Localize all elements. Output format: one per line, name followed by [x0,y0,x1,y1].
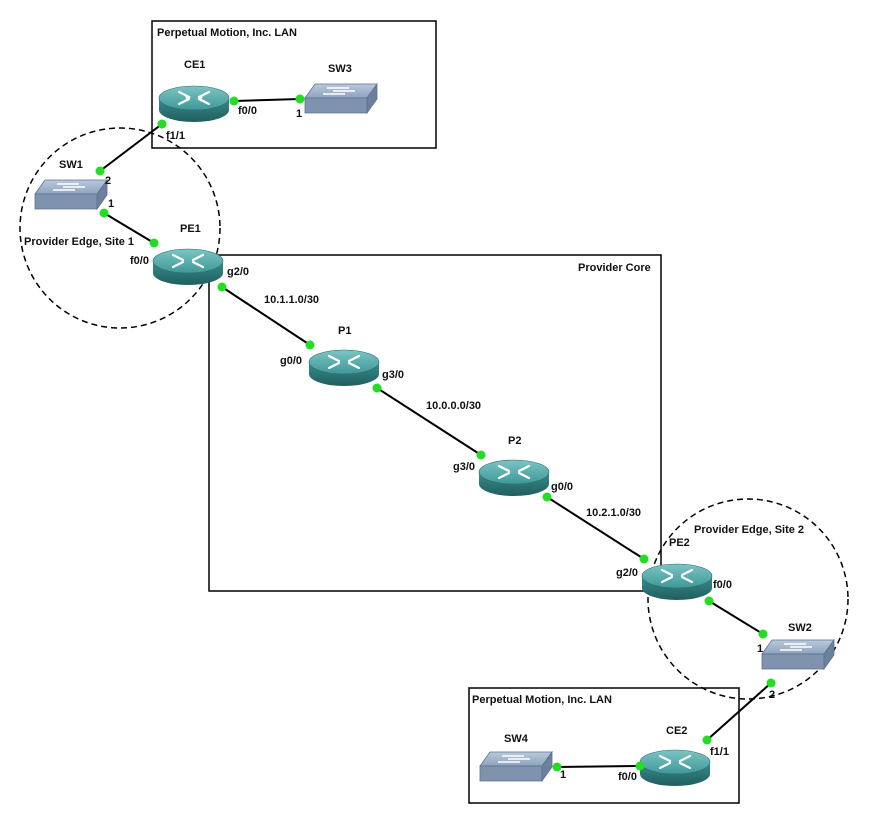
lan-top-box [151,20,437,149]
switch-icon[interactable] [761,638,835,671]
router-icon[interactable] [478,459,550,496]
port-label: f0/0 [618,771,637,783]
port-label: 1 [757,643,763,655]
link-p1-p2 [376,387,482,456]
provider-core-box [208,254,662,592]
pe-site1-label: Provider Edge, Site 1 [24,236,134,248]
port-dots [95,94,776,772]
port-label: 1 [108,198,114,210]
link-pe1-p1 [221,286,311,346]
subnet-label: 10.2.1.0/30 [586,507,641,519]
links [99,98,772,768]
port-label: g0/0 [280,355,302,367]
switch-icon[interactable] [34,178,108,211]
port-dot [704,596,714,606]
port-dot [95,166,105,176]
router-icon[interactable] [158,85,230,122]
link-sw1-pe1 [103,212,155,244]
port-dot [217,282,227,292]
device-label-p2: P2 [508,435,521,447]
device-label-pe1: PE1 [180,223,201,235]
link-ce1-sw3 [233,98,301,102]
port-label: g2/0 [227,266,249,278]
lan-bottom-box [468,687,740,804]
pe-site2-label: Provider Edge, Site 2 [694,524,804,536]
port-label: 2 [769,689,775,701]
lan-top-label: Perpetual Motion, Inc. LAN [157,27,297,39]
device-label-ce1: CE1 [184,59,205,71]
device-label-pe2: PE2 [669,537,690,549]
port-label: 1 [296,108,302,120]
switch-icon[interactable] [304,82,378,115]
port-label: 2 [105,175,111,187]
port-dot [635,761,645,771]
subnet-label: 10.1.1.0/30 [264,294,319,306]
pe-site1-circle [19,127,221,329]
device-label-sw1: SW1 [59,159,83,171]
port-dot [542,492,552,502]
device-label-ce2: CE2 [666,725,687,737]
port-label: f1/1 [166,130,185,142]
port-dot [149,238,159,248]
link-p2-pe2 [546,496,645,560]
port-dot [305,340,315,350]
link-pe2-sw2 [708,600,764,635]
link-ce1-sw1 [99,123,163,172]
port-dot [476,450,486,460]
port-dot [295,94,305,104]
port-label: 1 [560,769,566,781]
device-label-sw2: SW2 [788,622,812,634]
router-icon[interactable] [152,248,224,285]
device-label-p1: P1 [338,325,351,337]
port-dot [639,554,649,564]
device-label-sw3: SW3 [328,63,352,75]
router-icon[interactable] [641,563,713,600]
port-label: f0/0 [130,255,149,267]
port-dot [552,762,562,772]
port-dot [766,678,776,688]
lan-bottom-label: Perpetual Motion, Inc. LAN [472,694,612,706]
pe-site2-circle [647,498,849,700]
device-label-sw4: SW4 [504,733,529,745]
subnet-label: 10.0.0.0/30 [426,400,481,412]
port-label: g3/0 [382,369,404,381]
link-ce2-sw4 [556,765,641,768]
provider-core-label: Provider Core [578,262,651,274]
link-sw2-ce2 [706,682,772,741]
router-icon[interactable] [308,349,380,386]
port-label: f1/1 [710,746,729,758]
port-dot [758,629,768,639]
port-dot [229,96,239,106]
port-label: f0/0 [238,105,257,117]
port-label: g0/0 [551,481,573,493]
port-label: g2/0 [616,567,638,579]
port-dot [99,208,109,218]
port-label: g3/0 [453,461,475,473]
port-label: f0/0 [713,579,732,591]
router-icon[interactable] [639,749,711,786]
port-dot [372,383,382,393]
port-dot [157,119,167,129]
switch-icon[interactable] [479,750,553,783]
port-dot [702,735,712,745]
